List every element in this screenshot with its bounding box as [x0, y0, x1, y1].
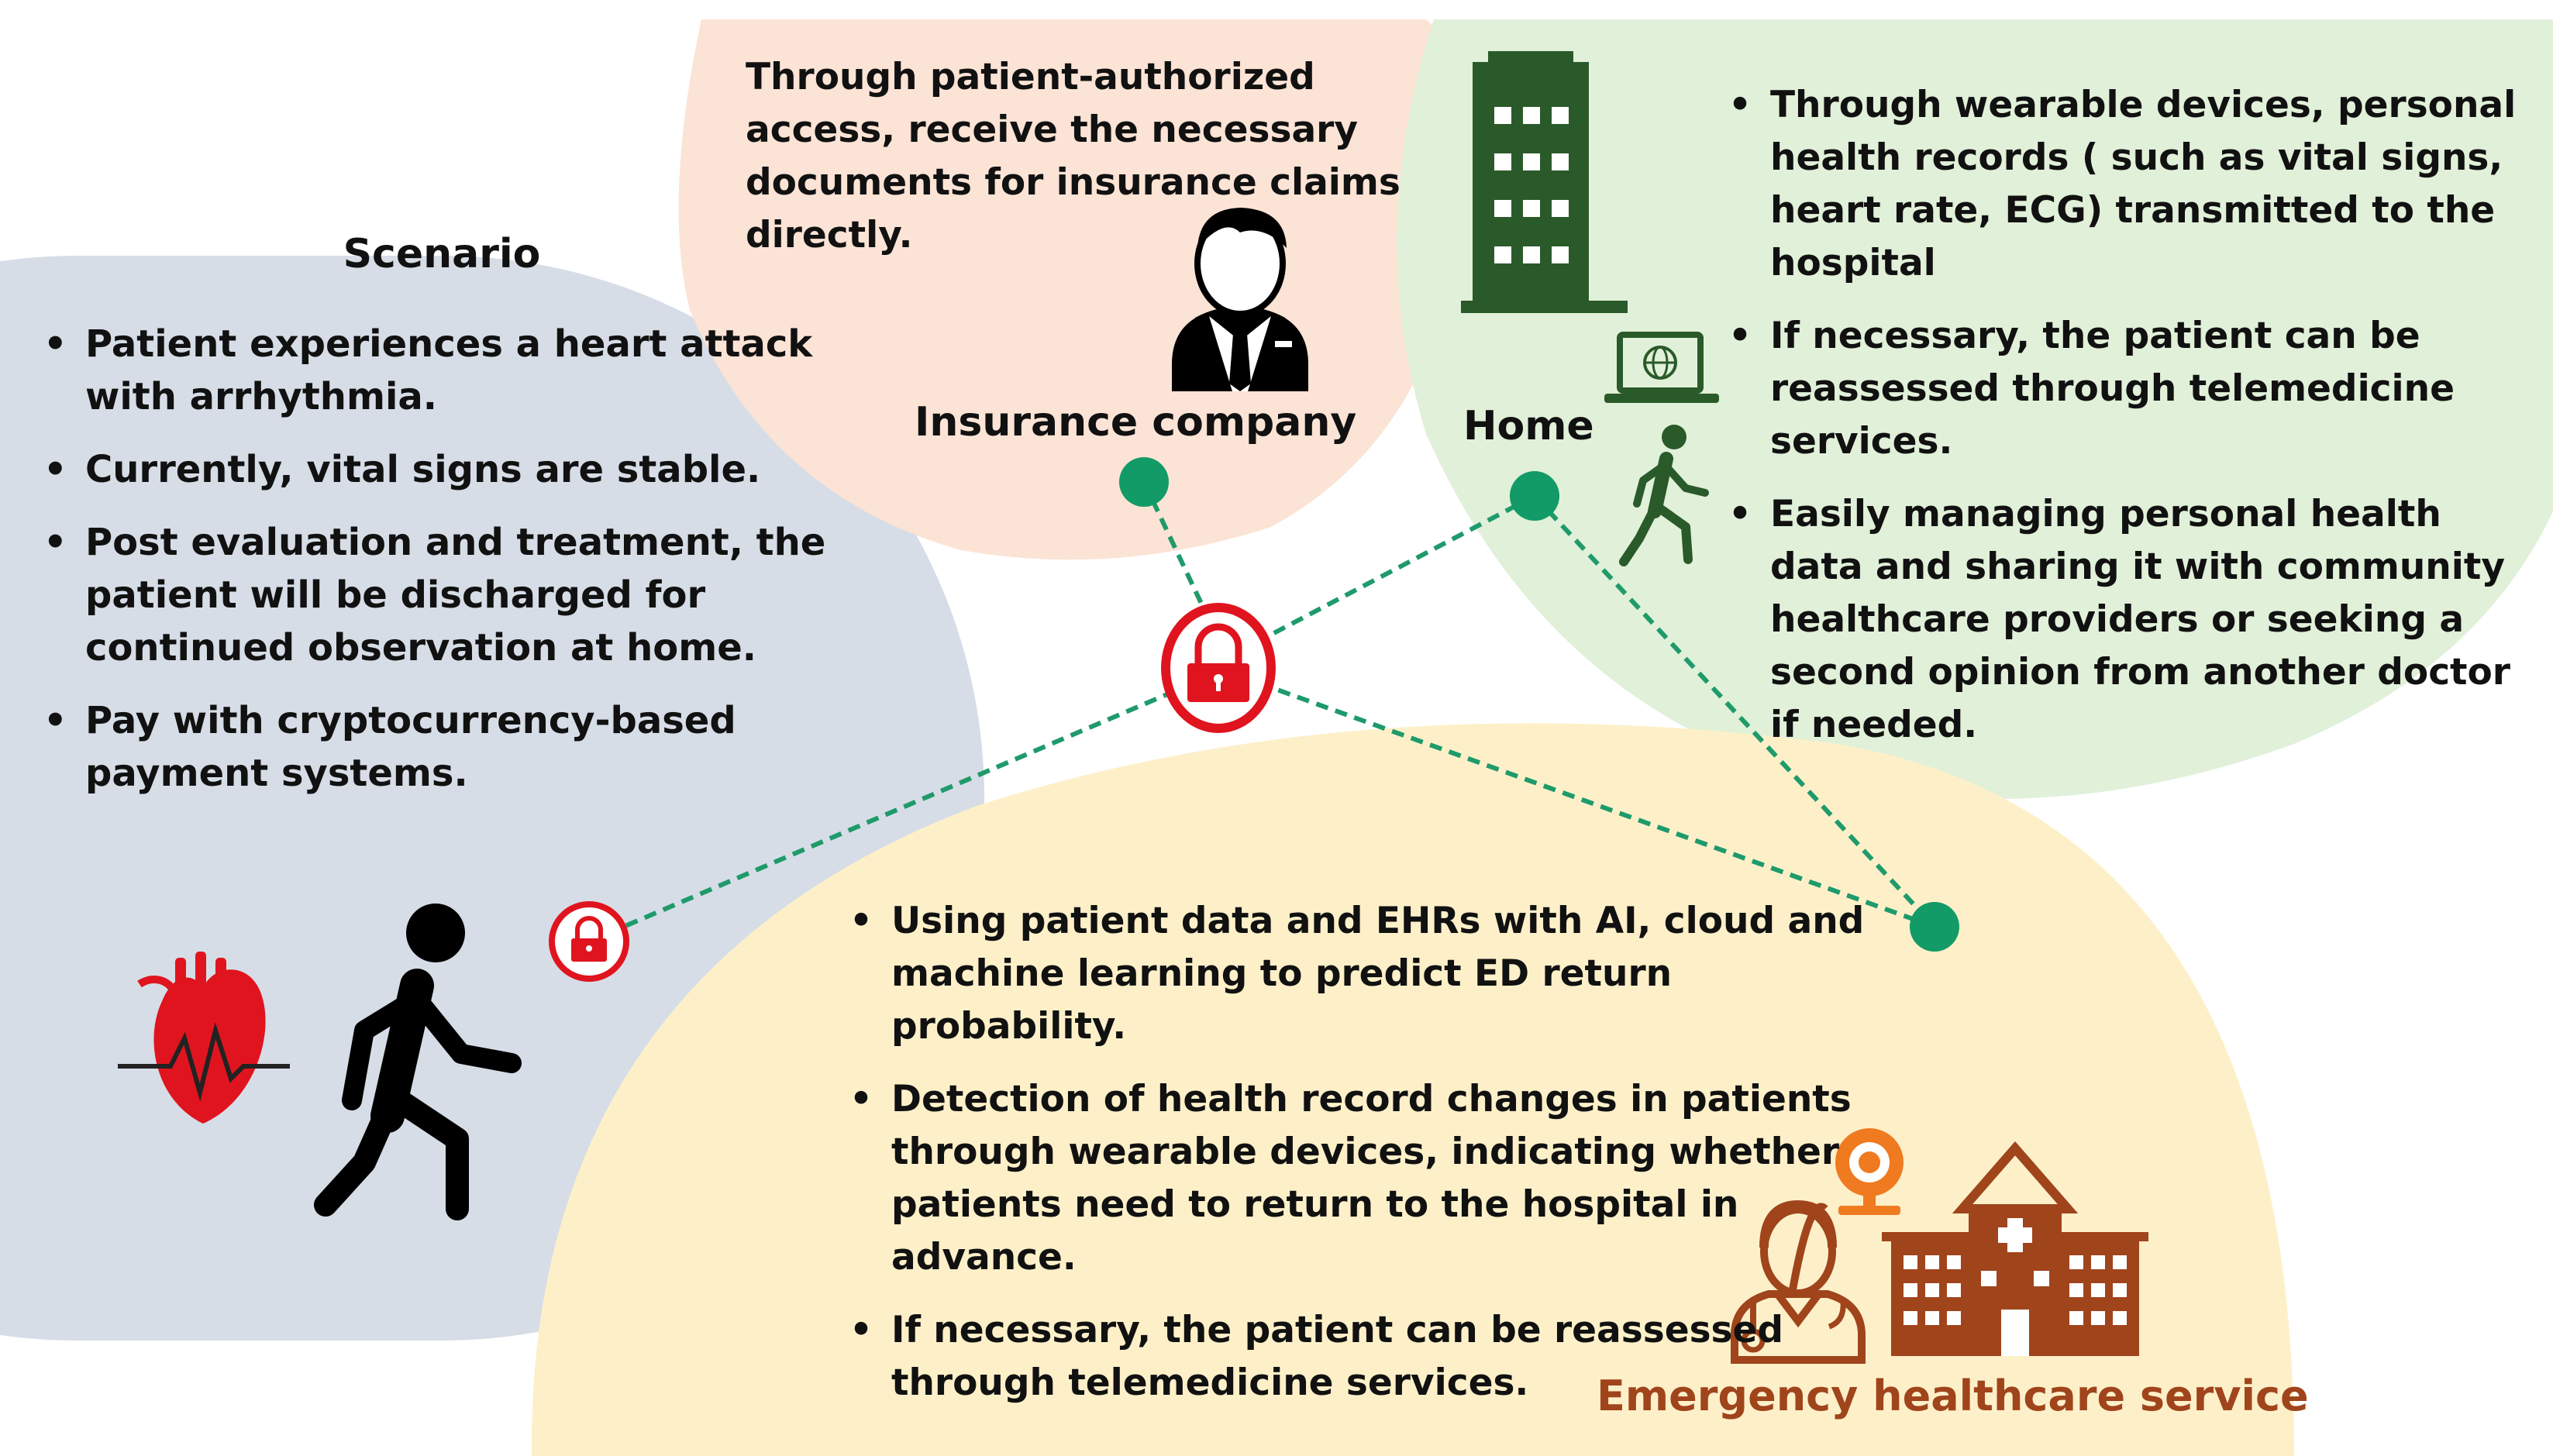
businessman-icon	[1172, 208, 1308, 391]
small-lock-icon	[549, 901, 629, 982]
walking-person-icon	[314, 904, 522, 1220]
emergency-list: Using patient data and EHRs with AI, clo…	[849, 895, 1888, 1430]
emergency-item: Detection of health record changes in pa…	[849, 1073, 1888, 1284]
scenario-item: Pay with cryptocurrency-based payment sy…	[43, 694, 880, 800]
node-home	[1510, 471, 1559, 521]
scenario-title: Scenario	[343, 231, 541, 277]
connector-patient-lock	[587, 687, 1180, 944]
home-item: Through wearable devices, personal healt…	[1728, 79, 2542, 290]
emergency-label: Emergency healthcare service	[1597, 1372, 2309, 1420]
office-building-icon	[1461, 51, 1628, 313]
scenario-list: Patient experiences a heart attack with …	[43, 318, 880, 820]
home-list: Through wearable devices, personal healt…	[1728, 79, 2542, 772]
scenario-item: Post evaluation and treatment, the patie…	[43, 516, 880, 674]
emergency-item: Using patient data and EHRs with AI, clo…	[849, 895, 1888, 1053]
home-item: Easily managing personal health data and…	[1728, 488, 2542, 752]
home-label: Home	[1463, 403, 1594, 449]
node-emergency	[1910, 902, 1959, 952]
insurance-region	[678, 19, 1466, 560]
laptop-globe-icon	[1604, 332, 1719, 403]
node-insurance	[1119, 457, 1169, 507]
emergency-item: If necessary, the patient can be reasses…	[849, 1304, 1888, 1410]
insurance-label: Insurance company	[915, 399, 1357, 446]
small-walking-person-icon	[1619, 425, 1709, 566]
hospital-icon	[1882, 1141, 2148, 1356]
scenario-item: Currently, vital signs are stable.	[43, 443, 880, 496]
scenario-item: Patient experiences a heart attack with …	[43, 318, 880, 423]
connector-insurance-lock	[1142, 480, 1211, 621]
home-item: If necessary, the patient can be reasses…	[1728, 310, 2542, 468]
connector-home-lock	[1239, 494, 1536, 653]
central-lock-icon	[1161, 603, 1276, 733]
heart-ecg-icon	[118, 952, 290, 1124]
insurance-description: Through patient-authorized access, recei…	[746, 56, 1401, 256]
